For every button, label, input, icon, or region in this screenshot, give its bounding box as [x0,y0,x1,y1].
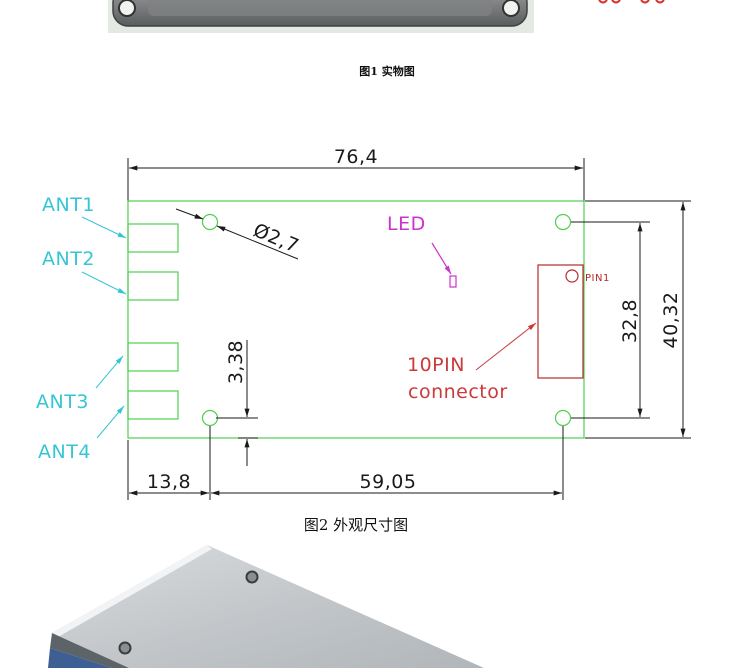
hole-spacing-horizontal-label: 59,05 [360,471,417,493]
dimension-drawing: 76,4 ANT1 ANT2 ANT3 ANT4 Ø2,7 LED P [36,146,691,500]
screw-bottom [118,641,132,655]
antenna-arrow-2 [81,271,127,295]
length-dimension-label: 76,4 [334,146,378,168]
figure1-caption: 图1 实物图 [359,64,414,78]
enclosure-side-face [50,633,129,668]
enclosure-top-face [52,545,484,668]
antenna-label-4: ANT4 [38,441,91,463]
antenna-connector-1 [127,223,179,253]
cropped-red-mark-2 [611,0,621,4]
enclosure-edge-highlight [52,545,212,637]
hole-offset-bottom-label: 3,38 [225,340,247,384]
cropped-red-mark [598,0,665,4]
antenna-connector-3 [127,342,179,372]
hole-top-right [554,213,572,231]
hole-top-left [201,213,219,231]
hole-spacing-vertical-label: 32,8 [619,299,641,343]
led-label: LED [387,213,426,235]
antenna-connector-4 [127,390,179,420]
figure2-caption: 图2 外观尺寸图 [304,516,408,534]
product-photo [108,0,534,33]
cropped-red-mark-4 [655,0,665,4]
antenna-label-1: ANT1 [42,194,95,216]
hole-bottom-right [554,409,572,427]
hole-diameter-label: Ø2,7 [250,219,302,257]
hole-bottom-left [201,409,219,427]
cropped-red-mark-3 [640,0,650,4]
cropped-red-mark-1 [598,0,608,4]
enclosure-photo [48,545,484,668]
hole-offset-left-label: 13,8 [147,471,191,493]
hole-diameter-leader [216,225,299,260]
enclosure-blue-base [48,648,112,668]
led-marker [449,275,457,288]
board-outline [127,200,585,439]
antenna-label-2: ANT2 [42,248,95,270]
hole-diameter-leader-outer [175,208,204,220]
pin1-marker [565,269,579,283]
connector-label-line1: 10PIN [407,354,465,376]
led-arrow [431,242,452,275]
mounting-hole-right [502,0,520,17]
antenna-arrow-1 [81,216,127,239]
screw-top [245,570,259,584]
width-dimension-label: 40,32 [660,292,682,349]
connector-leader [475,322,537,371]
antenna-label-3: ANT3 [36,391,89,413]
connector-label-line2: connector [408,381,508,403]
antenna-arrow-3 [95,355,124,389]
antenna-connector-2 [127,271,179,301]
antenna-arrow-4 [96,405,125,439]
metal-plate-inner [148,0,492,16]
connector-outline [537,264,584,379]
pin1-label: PIN1 [585,273,610,284]
mounting-hole-left [118,0,136,17]
